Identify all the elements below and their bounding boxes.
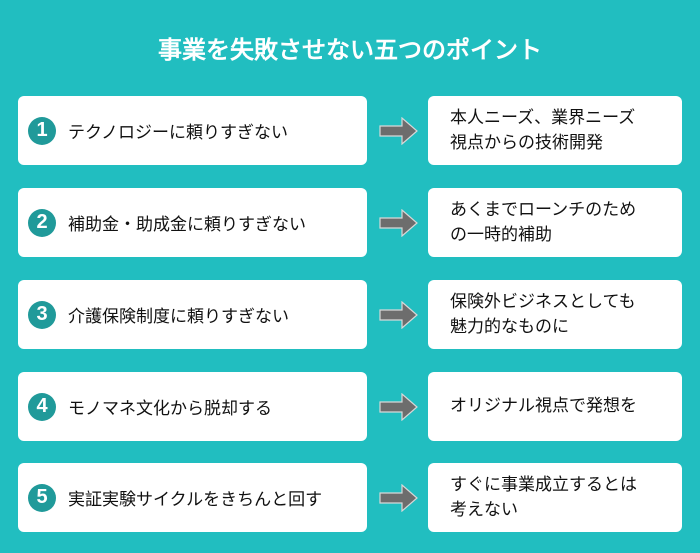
arrow-right-icon (379, 209, 418, 237)
point-box: 5 実証実験サイクルをきちんと回す (18, 463, 367, 532)
solution-box: 保険外ビジネスとしても 魅力的なものに (428, 280, 682, 349)
number-badge: 3 (28, 300, 56, 329)
arrow-right-icon (379, 393, 418, 421)
point-label: 実証実験サイクルをきちんと回す (68, 490, 323, 510)
solution-box: あくまでローンチのため の一時的補助 (428, 188, 682, 257)
number-badge: 4 (28, 392, 56, 421)
point-row-2: 2 補助金・助成金に頼りすぎない あくまでローンチのため の一時的補助 (0, 188, 700, 257)
point-row-5: 5 実証実験サイクルをきちんと回す すぐに事業成立するとは 考えない (0, 463, 700, 532)
solution-box: すぐに事業成立するとは 考えない (428, 463, 682, 532)
arrow-right-icon (379, 117, 418, 145)
point-label: 補助金・助成金に頼りすぎない (68, 215, 306, 235)
solution-label: すぐに事業成立するとは 考えない (450, 474, 637, 520)
point-box: 3 介護保険制度に頼りすぎない (18, 280, 367, 349)
arrow-right-icon (379, 301, 418, 329)
point-row-4: 4 モノマネ文化から脱却する オリジナル視点で発想を (0, 372, 700, 441)
point-box: 1 テクノロジーに頼りすぎない (18, 96, 367, 165)
point-row-3: 3 介護保険制度に頼りすぎない 保険外ビジネスとしても 魅力的なものに (0, 280, 700, 349)
number-badge: 2 (28, 208, 56, 237)
arrow-right-icon (379, 484, 418, 512)
number-badge: 5 (28, 483, 56, 512)
solution-label: オリジナル視点で発想を (450, 396, 637, 416)
solution-label: あくまでローンチのため の一時的補助 (450, 199, 637, 245)
point-label: モノマネ文化から脱却する (68, 399, 272, 419)
point-box: 2 補助金・助成金に頼りすぎない (18, 188, 367, 257)
solution-box: 本人ニーズ、業界ニーズ 視点からの技術開発 (428, 96, 682, 165)
solution-label: 保険外ビジネスとしても 魅力的なものに (450, 291, 636, 337)
solution-label: 本人ニーズ、業界ニーズ 視点からの技術開発 (450, 107, 636, 153)
point-row-1: 1 テクノロジーに頼りすぎない 本人ニーズ、業界ニーズ 視点からの技術開発 (0, 96, 700, 165)
point-box: 4 モノマネ文化から脱却する (18, 372, 367, 441)
number-badge: 1 (28, 116, 56, 145)
solution-box: オリジナル視点で発想を (428, 372, 682, 441)
diagram-title: 事業を失敗させない五つのポイント (158, 36, 542, 64)
point-label: テクノロジーに頼りすぎない (68, 123, 288, 143)
point-label: 介護保険制度に頼りすぎない (68, 307, 289, 327)
